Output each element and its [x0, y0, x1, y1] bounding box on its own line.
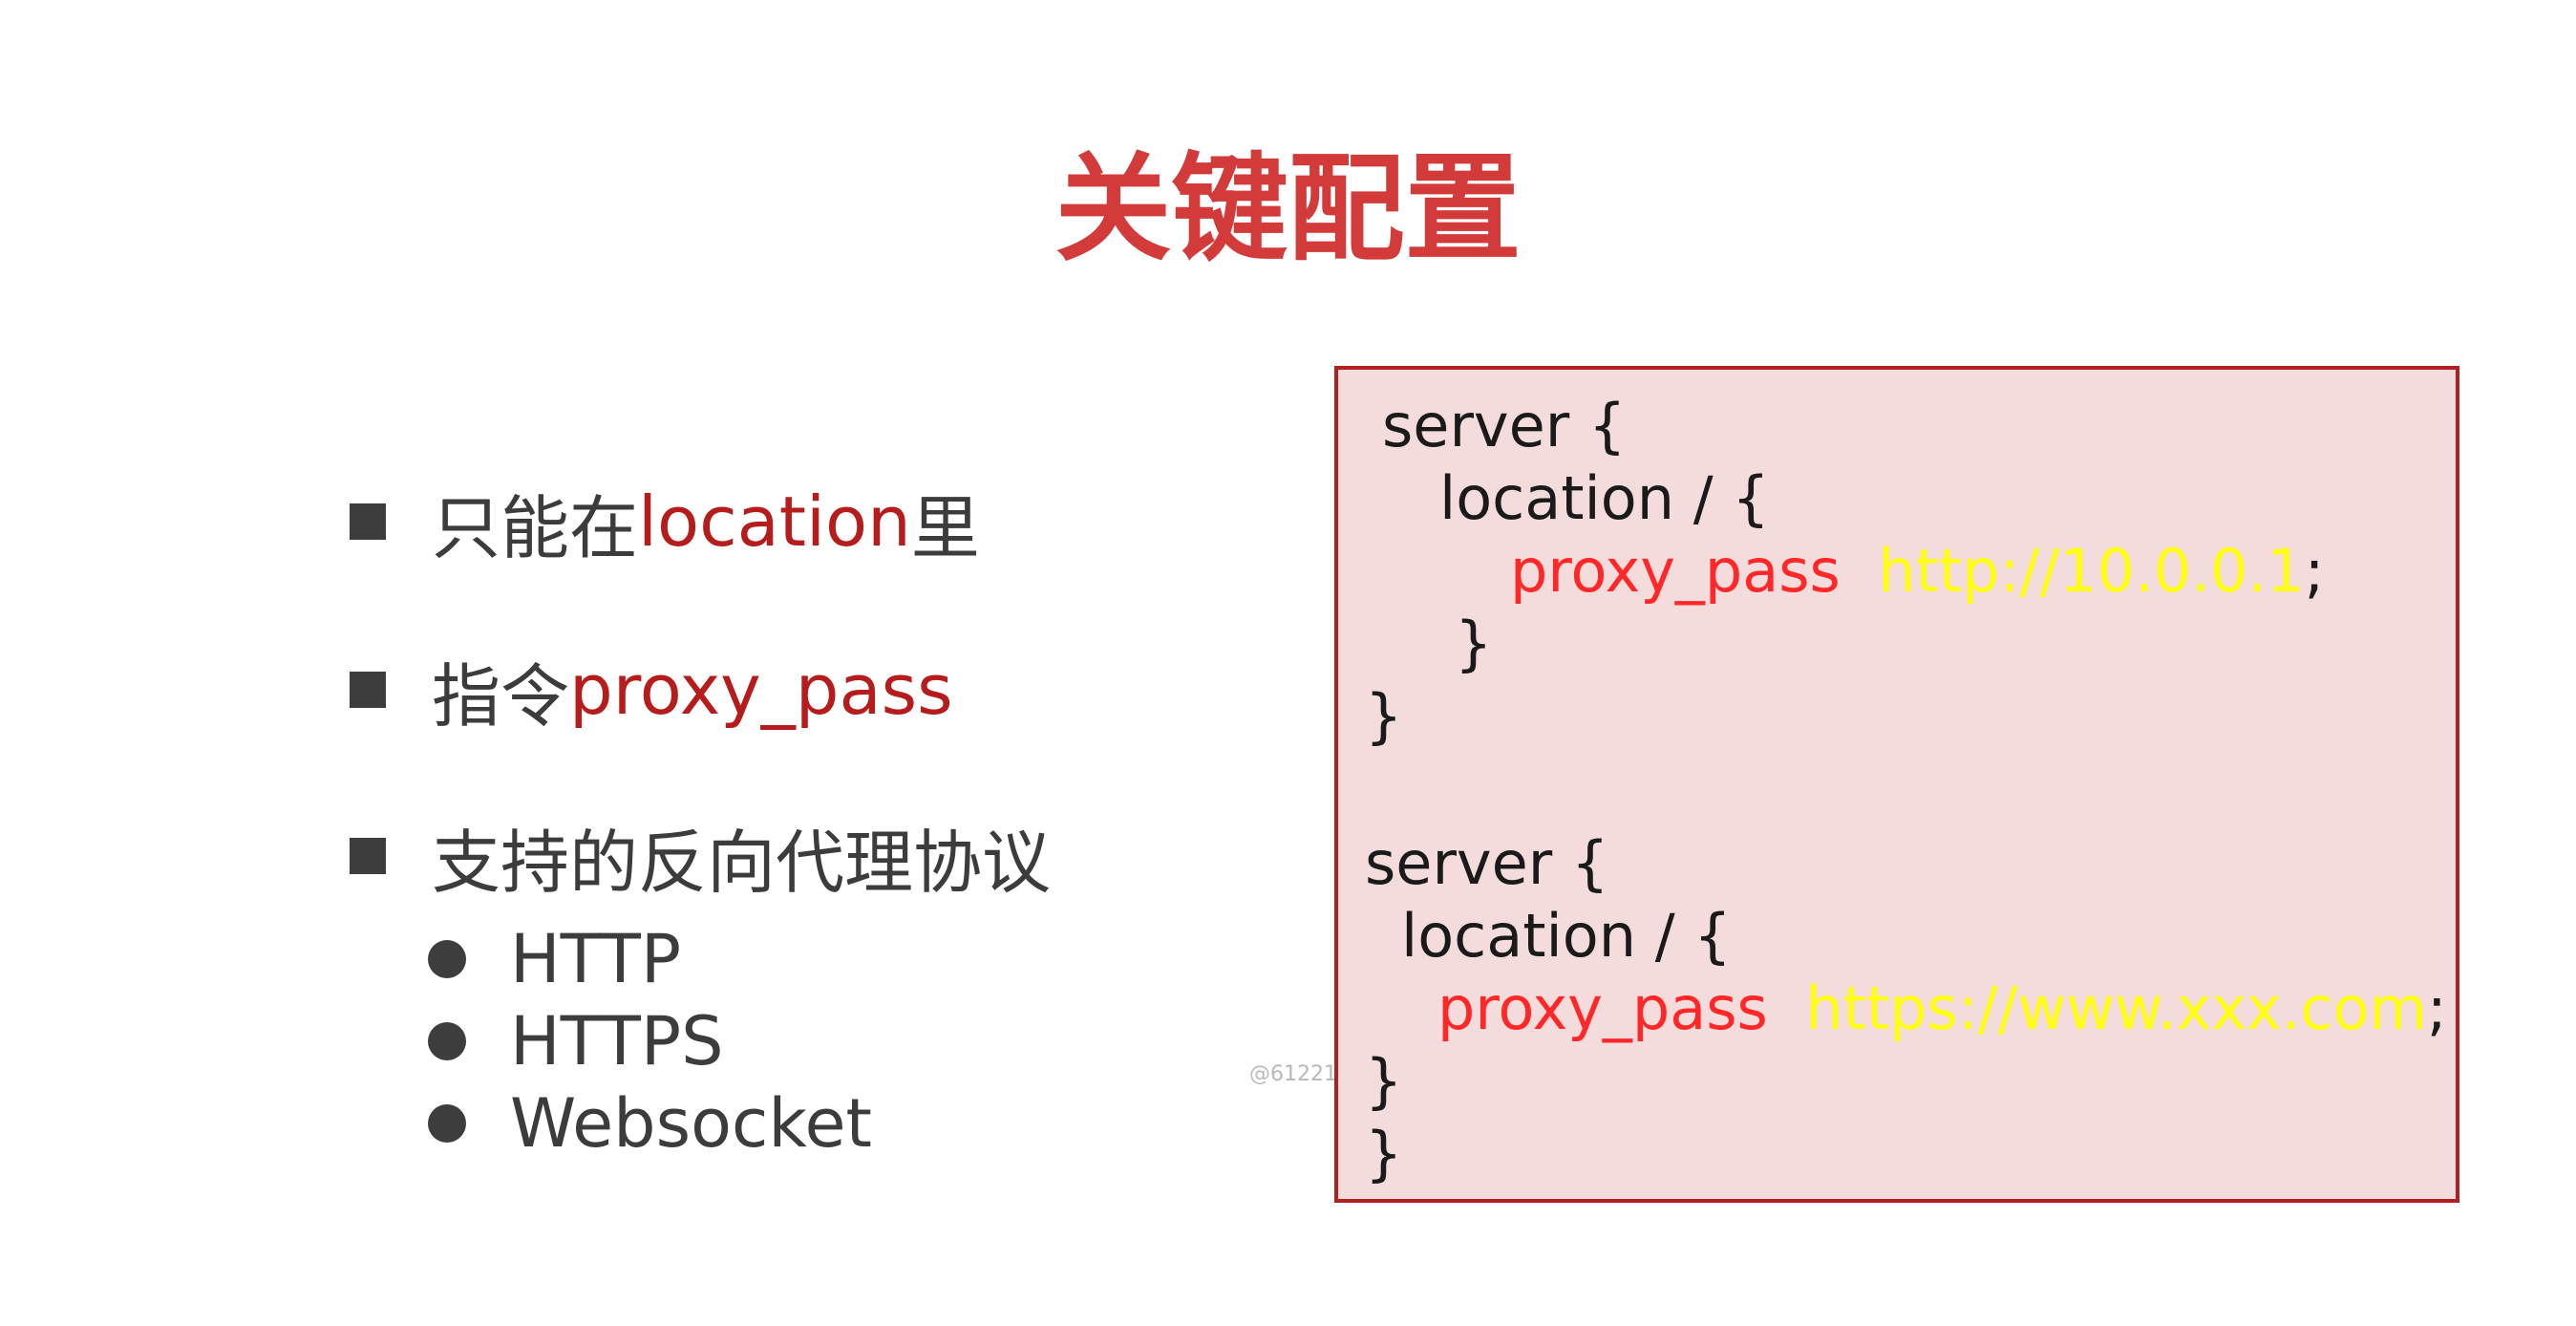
code-line: proxy_pass https://www.xxx.com; — [1437, 979, 2447, 1038]
protocol-item: HTTPS — [428, 1001, 724, 1081]
round-bullet-icon — [428, 1022, 466, 1060]
directive: proxy_pass — [1510, 536, 1841, 606]
code-line: } — [1365, 1046, 1403, 1116]
code-line: location / { — [1439, 463, 1770, 533]
proxy-url: http://10.0.0.1 — [1878, 536, 2305, 606]
code-line: } — [1365, 1119, 1403, 1188]
square-bullet-icon — [350, 838, 386, 874]
protocol-label: HTTPS — [510, 1002, 724, 1080]
protocol-item: Websocket — [428, 1083, 872, 1164]
code-line: } — [1455, 609, 1493, 678]
proxy-url: https://www.xxx.com — [1805, 973, 2427, 1043]
bullet-text-prefix: 只能在 — [432, 487, 639, 568]
slide-title: 关键配置 — [1054, 141, 1522, 277]
code-line: } — [1365, 681, 1403, 751]
code-line: location / { — [1401, 901, 1732, 971]
directive: proxy_pass — [1437, 973, 1768, 1043]
terminator: ; — [2426, 973, 2447, 1043]
bullet-text-highlight: location — [638, 481, 911, 562]
round-bullet-icon — [428, 940, 466, 978]
square-bullet-icon — [350, 672, 386, 708]
square-bullet-icon — [350, 503, 386, 540]
bullet-text-prefix: 指令 — [432, 655, 570, 737]
bullet-text-highlight: proxy_pass — [569, 650, 953, 730]
protocol-label: HTTP — [510, 920, 682, 998]
terminator: ; — [2304, 536, 2325, 606]
protocol-item: HTTP — [428, 919, 681, 999]
bullet-text-prefix: 支持的反向代理协议 — [432, 822, 1052, 903]
code-line: server { — [1365, 828, 1609, 898]
protocol-label: Websocket — [510, 1084, 872, 1163]
bullet-text-suffix: 里 — [910, 487, 980, 568]
bullet-protocols: 支持的反向代理协议 — [350, 808, 1051, 904]
code-line: proxy_pass http://10.0.0.1; — [1510, 542, 2324, 601]
round-bullet-icon — [428, 1104, 466, 1143]
code-line: server { — [1382, 391, 1627, 460]
code-example-box: server { location / { proxy_pass http://… — [1334, 366, 2459, 1203]
